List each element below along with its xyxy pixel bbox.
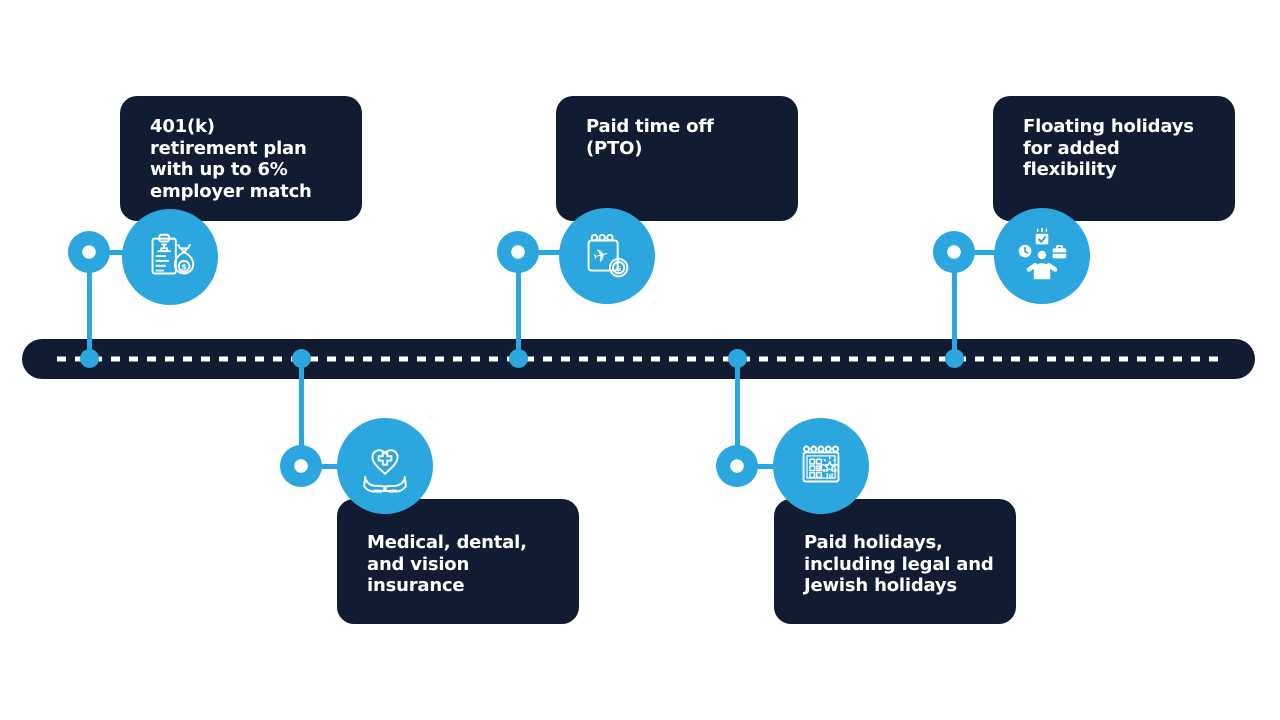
- benefit-card: Paid holidays, including legal and Jewis…: [774, 499, 1016, 624]
- svg-text:✈: ✈: [591, 244, 611, 268]
- timeline-bar: [22, 339, 1255, 379]
- pto-calendar-icon: ✈ $: [559, 208, 655, 304]
- svg-text:$: $: [181, 261, 187, 271]
- retirement-savings-icon: $: [122, 209, 218, 305]
- health-insurance-icon: [337, 418, 433, 514]
- connector-line: [951, 252, 957, 358]
- benefit-card: Floating holidays for added flexibility: [993, 96, 1235, 221]
- node-ring: [68, 231, 110, 273]
- benefit-card: Medical, dental, and vision insurance: [337, 499, 579, 624]
- connector-line: [515, 252, 521, 358]
- benefit-label: Medical, dental, and vision insurance: [367, 532, 527, 596]
- connector-line: [86, 252, 92, 358]
- benefit-label: Floating holidays for added flexibility: [1023, 116, 1194, 180]
- benefit-label: Paid time off (PTO): [586, 116, 714, 159]
- timeline-dot: [508, 348, 528, 368]
- node-ring: [933, 231, 975, 273]
- floating-holidays-icon: [994, 208, 1090, 304]
- timeline-dot: [944, 348, 964, 368]
- node-ring: [497, 231, 539, 273]
- timeline-dot: [79, 348, 99, 368]
- timeline-dashed-line: [57, 356, 1221, 362]
- benefit-label: Paid holidays, including legal and Jewis…: [804, 532, 994, 596]
- connector-line: [298, 358, 304, 466]
- node-ring: [716, 445, 758, 487]
- benefit-label: 401(k) retirement plan with up to 6% emp…: [150, 116, 312, 202]
- timeline-dot: [727, 348, 747, 368]
- paid-holidays-icon: [773, 418, 869, 514]
- connector-line: [734, 358, 740, 466]
- benefit-card: Paid time off (PTO): [556, 96, 798, 221]
- benefit-card: 401(k) retirement plan with up to 6% emp…: [120, 96, 362, 221]
- node-ring: [280, 445, 322, 487]
- timeline-dot: [291, 348, 311, 368]
- svg-text:$: $: [616, 263, 622, 273]
